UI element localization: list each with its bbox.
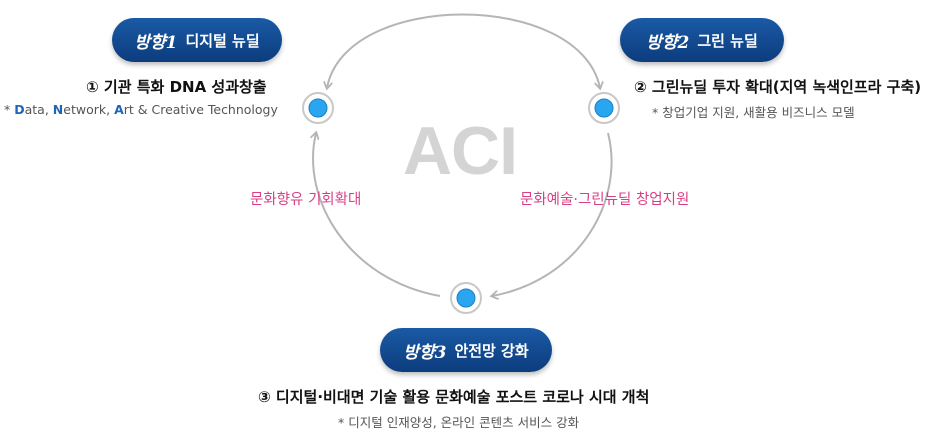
note-prefix: * <box>4 102 15 117</box>
note-initial-d: D <box>14 102 25 117</box>
note-rest-d: ata, <box>24 102 53 117</box>
center-label: ACI <box>402 113 518 189</box>
direction-1-name: 디지털 뉴딜 <box>185 31 260 50</box>
node-3 <box>450 282 482 314</box>
direction-3-title: ③ 디지털·비대면 기술 활용 문화예술 포스트 코로나 시대 개척 <box>258 388 650 406</box>
direction-3-name: 안전망 강화 <box>454 341 529 360</box>
direction-1-note: * Data, Network, Art & Creative Technolo… <box>4 102 278 117</box>
note-rest-a: rt & Creative Technology <box>123 102 278 117</box>
right-arc-label: 문화예술·그린뉴딜 창업지원 <box>520 192 690 208</box>
top-arc <box>327 13 600 89</box>
right-arc <box>492 132 613 296</box>
direction-3-tag: 방향3 <box>403 342 447 363</box>
direction-1-tag: 방향1 <box>134 32 178 53</box>
left-arc <box>313 133 441 297</box>
direction-2-tag: 방향2 <box>646 32 690 53</box>
note-rest-n: etwork, <box>63 102 115 117</box>
left-arc-label: 문화향유 기회확대 <box>250 192 362 208</box>
note-initial-a: A <box>114 102 124 117</box>
direction-3-note: * 디지털 인재양성, 온라인 콘텐츠 서비스 강화 <box>338 415 580 430</box>
node-2 <box>588 92 620 124</box>
direction-2-name: 그린 뉴딜 <box>697 31 758 50</box>
direction-2-pill: 방향2 그린 뉴딜 <box>620 18 784 62</box>
note-initial-n: N <box>52 102 64 117</box>
node-1 <box>302 92 334 124</box>
direction-3-pill: 방향3 안전망 강화 <box>380 328 552 372</box>
direction-1-pill: 방향1 디지털 뉴딜 <box>112 18 282 62</box>
direction-1-title: ① 기관 특화 DNA 성과창출 <box>86 78 267 96</box>
direction-2-title: ② 그린뉴딜 투자 확대(지역 녹색인프라 구축) <box>634 78 922 96</box>
direction-2-note: * 창업기업 지원, 새활용 비즈니스 모델 <box>652 105 855 120</box>
